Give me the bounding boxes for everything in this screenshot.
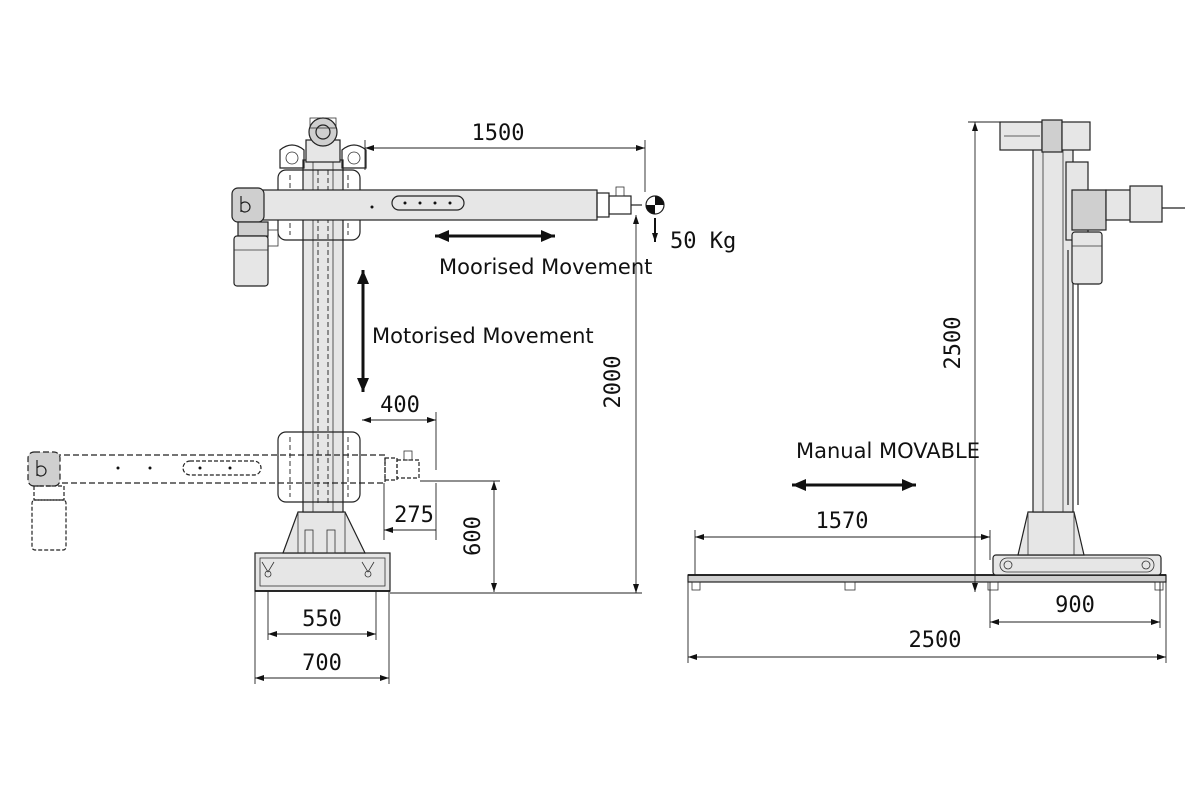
dim-2500-horizontal [687, 582, 1167, 663]
label-base-outer: 700 [302, 651, 342, 676]
label-arm-movement: Moorised Movement [439, 255, 652, 279]
dim-700 [254, 591, 390, 684]
label-height-side: 2500 [941, 317, 966, 370]
dim-1570 [694, 530, 991, 575]
label-base-inner: 550 [302, 607, 342, 632]
rail [687, 574, 1167, 591]
label-rail-length: 2500 [909, 628, 962, 653]
column-foot [282, 511, 366, 554]
lower-carriage [277, 431, 361, 503]
dim-400 [362, 412, 437, 470]
side-carriage [992, 554, 1162, 576]
dim-550 [267, 591, 377, 640]
label-min-height: 600 [461, 516, 486, 556]
side-top-motor [999, 119, 1091, 153]
lower-arm [27, 450, 420, 551]
dim-2500-vertical [968, 121, 1005, 592]
top-carriage [279, 117, 367, 169]
dim-275 [383, 483, 437, 540]
dim-1500 [364, 140, 646, 192]
front-base [254, 552, 391, 592]
label-arm-offset: 400 [380, 393, 420, 418]
side-column-foot [1017, 511, 1085, 556]
upper-arm [231, 186, 665, 287]
side-arm-motor [1065, 161, 1185, 285]
front-view: 1500 50 Kg Moorised Movement Motorised M… [27, 117, 736, 684]
label-height-front: 2000 [601, 356, 626, 409]
side-view: 2500 Manual MOVABLE 1570 900 2500 [687, 119, 1185, 663]
label-base-movement: Manual MOVABLE [796, 439, 980, 463]
label-load: 50 Kg [670, 229, 736, 254]
dim-900 [989, 582, 1161, 628]
dim-600 [420, 480, 500, 592]
label-carriage-width: 900 [1055, 593, 1095, 618]
label-arm-drop: 275 [394, 503, 434, 528]
label-column-movement: Motorised Movement [372, 324, 594, 348]
dim-2000 [390, 215, 642, 594]
label-arm-reach: 1500 [472, 121, 525, 146]
label-travel: 1570 [816, 509, 869, 534]
